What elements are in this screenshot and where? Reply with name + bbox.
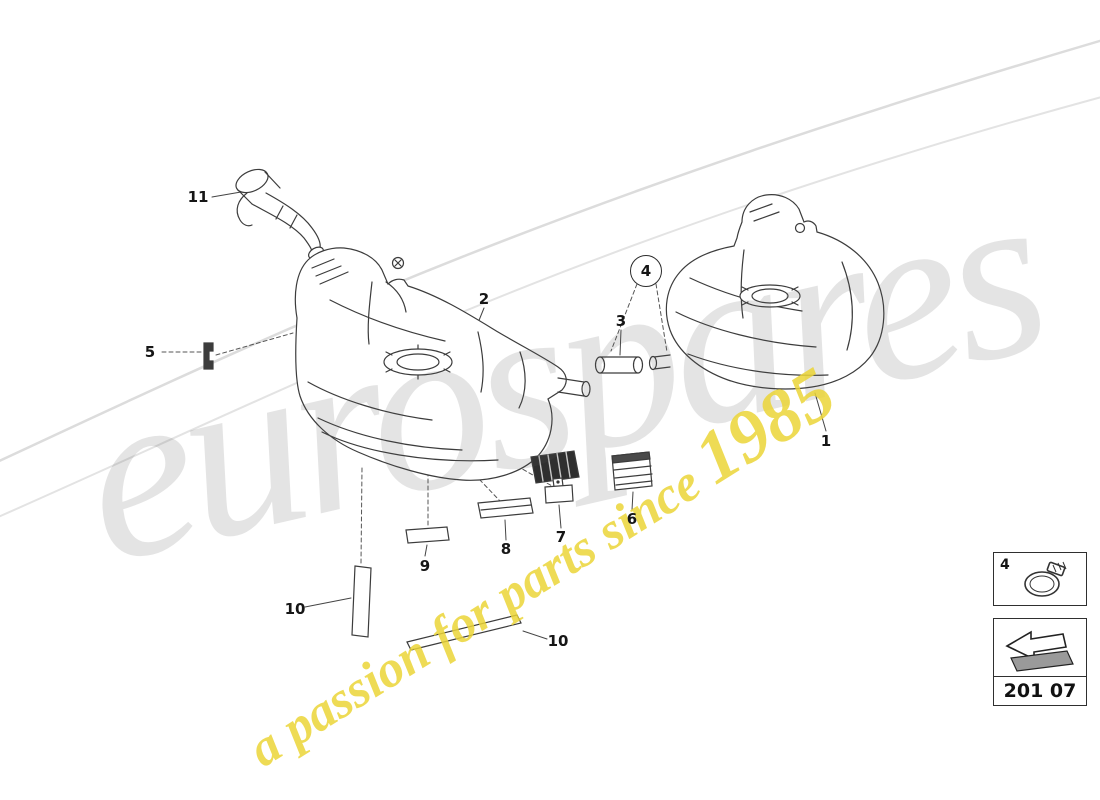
fuel-tank-left [294,247,591,481]
callout-3[interactable]: 3 [615,312,627,330]
callout-4-circled[interactable]: 4 [630,255,662,287]
part-5-bracket [203,342,214,370]
callout-5[interactable]: 5 [144,343,156,361]
part-7-clamp [544,477,574,504]
callout-9[interactable]: 9 [419,557,431,575]
clamp-icon [1024,561,1067,597]
legend-code-box: 201 07 [993,618,1087,706]
part-10-strip-vertical [351,565,372,638]
direction-arrow-icon [1005,630,1074,672]
filler-neck-part [235,168,324,260]
legend-item-number: 4 [1000,557,1010,573]
callout-8[interactable]: 8 [500,540,512,558]
small-parts [351,450,653,651]
callout-7[interactable]: 7 [555,528,567,546]
legend-icon-area [994,619,1086,676]
part-10-strip-diagonal [406,614,522,651]
fuel-tank-right [665,194,885,390]
callout-2[interactable]: 2 [478,290,490,308]
part-8-plate [477,497,534,519]
callout-11[interactable]: 11 [187,188,209,206]
part-6-pad [611,451,653,491]
part-9-plate [405,526,450,544]
callout-6[interactable]: 6 [626,510,638,528]
part-code: 201 07 [994,676,1086,705]
part-3-tube [594,354,671,374]
callout-1[interactable]: 1 [820,432,832,450]
legend-clamp-box: 4 [993,552,1087,606]
callout-10-left[interactable]: 10 [284,600,306,618]
callout-10-right[interactable]: 10 [547,632,569,650]
